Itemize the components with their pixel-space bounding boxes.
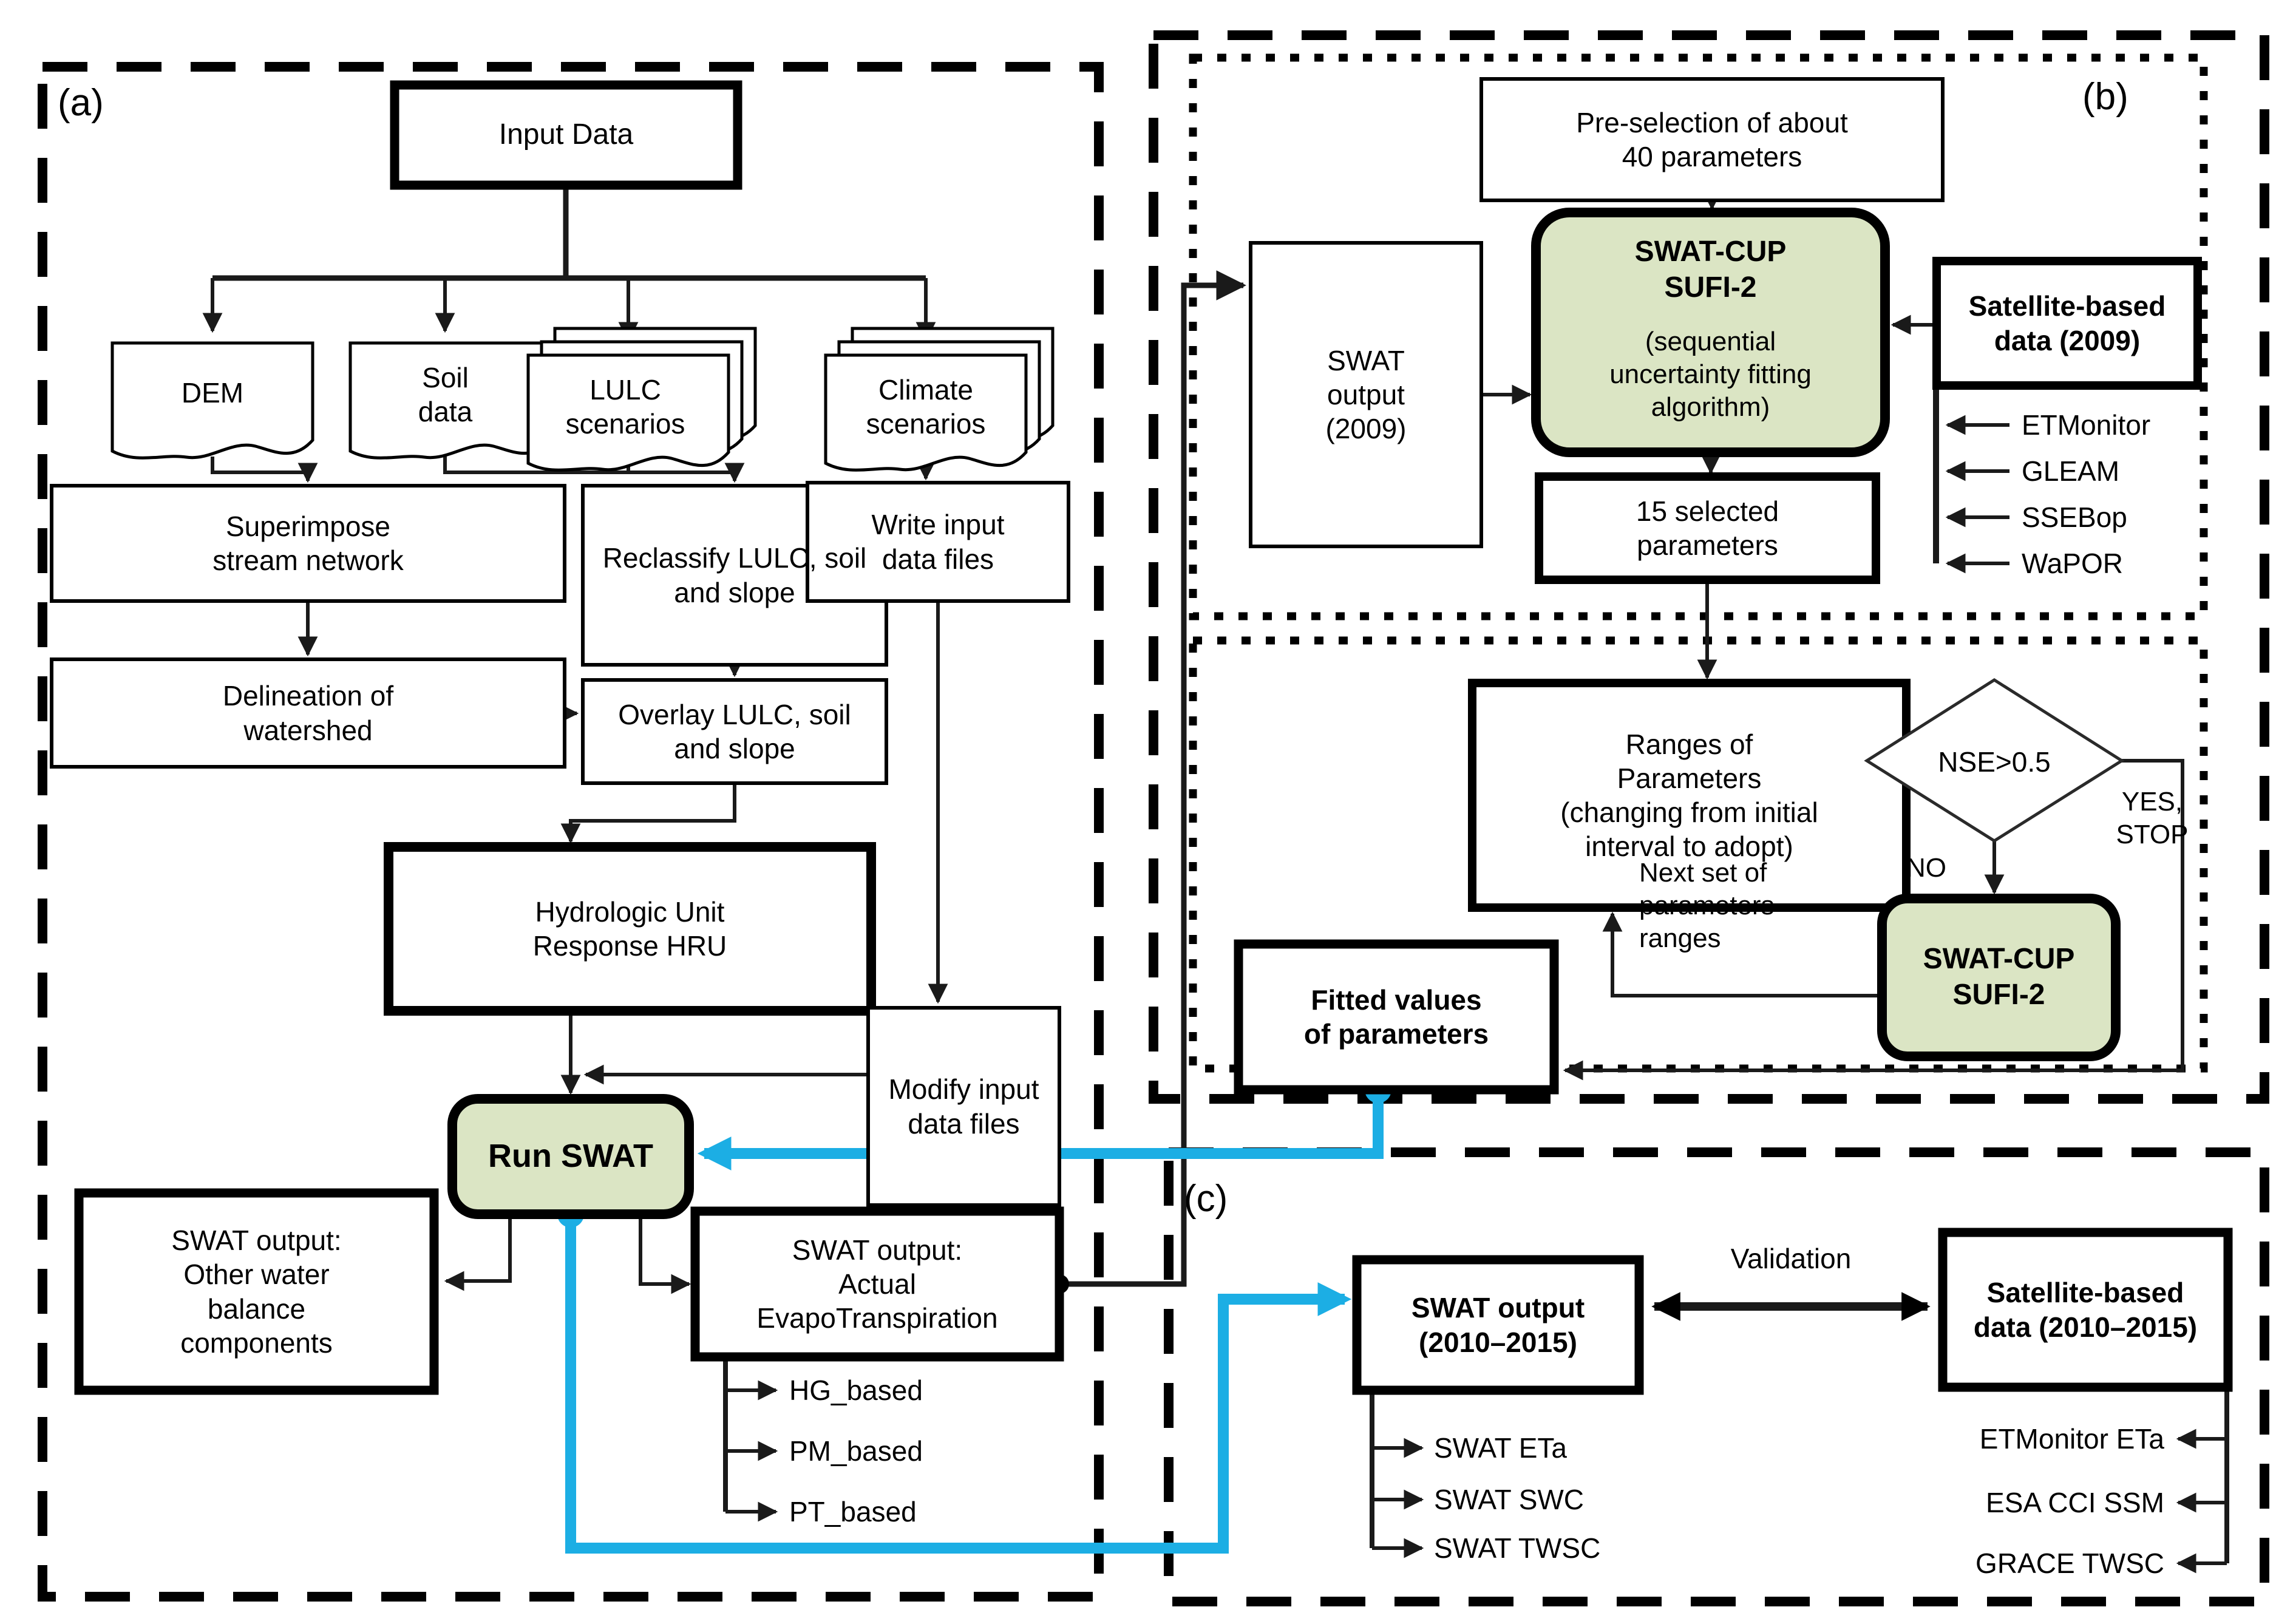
fitted-values-box (1234, 939, 1559, 1095)
et-item-hg: HG_based (789, 1374, 923, 1406)
panel-b-tag: (b) (2082, 76, 2128, 118)
superimpose-box (50, 484, 566, 603)
c-item-grace-twsc: GRACE TWSC (1975, 1547, 2164, 1579)
connectors (202, 185, 2229, 1574)
swat-output-et-box (690, 1206, 1064, 1362)
swat-cup-sufi2-loop-box (1877, 894, 2121, 1061)
swat-cup-sufi2-box (1531, 208, 1890, 457)
preselection-label: Pre-selection of about 40 parameters (1576, 106, 1848, 172)
c-item-esa-cci-ssm: ESA CCI SSM (1986, 1486, 2164, 1518)
delineation-label: Delineation of watershed (222, 680, 394, 746)
panel-b-border (1149, 30, 2269, 1104)
preselection-box (1479, 77, 1945, 202)
satellite-2010-label: Satellite-based data (2010–2015) (1973, 1277, 2198, 1343)
selected-params-label: 15 selected parameters (1636, 495, 1779, 561)
nse-decision-diamond (1864, 678, 2125, 843)
reclassify-label: Reclassify LULC, soil and slope (602, 542, 867, 608)
sat-item-gleam: GLEAM (2022, 455, 2120, 487)
climate-label: Climate scenarios (866, 373, 986, 440)
panel-a-tag: (a) (58, 82, 104, 124)
yes-stop-label: YES, STOP (2116, 786, 2189, 849)
swat-cup-subtitle: (sequential uncertainty fitting algorith… (1609, 327, 1812, 422)
swat-output-2010-label: SWAT output (2010–2015) (1411, 1292, 1585, 1358)
panel-a-shapes (50, 80, 1070, 1395)
panel-c-shapes (1352, 1228, 2233, 1395)
hru-box (384, 842, 876, 1016)
swat-cup-title: SWAT-CUP SUFI-2 (1634, 235, 1787, 304)
overlay-box (581, 678, 888, 785)
sat-item-wapor: WaPOR (2022, 547, 2123, 579)
ranges-box (1468, 679, 1911, 912)
swat-output-2010-box (1352, 1255, 1644, 1395)
c-item-swat-eta: SWAT ETa (1434, 1432, 1567, 1464)
swat-output-other-label: SWAT output: Other water balance compone… (171, 1225, 342, 1359)
panel-a-border (38, 62, 1104, 1602)
next-set-label: Next set of parameters ranges (1639, 858, 1775, 953)
panel-b-shapes (1234, 77, 2202, 1095)
panel-c-tag: (c) (1184, 1178, 1228, 1220)
validation-label: Validation (1730, 1242, 1852, 1274)
c-item-etmonitor-eta: ETMonitor ETa (1979, 1422, 2164, 1455)
ranges-label: Ranges of Parameters (changing from init… (1560, 728, 1818, 863)
input-data-label: Input Data (498, 118, 634, 151)
sat-item-ssebop: SSEBop (2022, 501, 2127, 533)
runswat-to-validation-line (565, 1214, 1352, 1554)
panel-c-border (1164, 1147, 2269, 1606)
no-label: NO (1906, 853, 1946, 883)
swat-output-2009-label: SWAT output (2009) (1325, 344, 1407, 445)
input-data-box (390, 80, 742, 190)
swat-output-other-box (74, 1188, 439, 1395)
run-swat-box (447, 1094, 694, 1219)
satellite-2009-label: Satellite-based data (2009) (1968, 290, 2166, 356)
c-item-swat-twsc: SWAT TWSC (1434, 1532, 1601, 1564)
dem-label: DEM (181, 377, 244, 409)
et-item-pt: PT_based (789, 1495, 917, 1527)
modify-input-label: Modify input data files (888, 1073, 1039, 1140)
lulc-label: LULC scenarios (565, 373, 685, 440)
run-swat-label: Run SWAT (488, 1138, 653, 1175)
modify-input-box (866, 1006, 1061, 1207)
swat-cup-loop-label: SWAT-CUP SUFI-2 (1923, 943, 2075, 1011)
overlay-label: Overlay LULC, soil and slope (618, 698, 851, 764)
nse-label: NSE>0.5 (1938, 746, 2051, 778)
panel-b-calibration-border (1189, 53, 2208, 620)
et-item-pm: PM_based (789, 1435, 923, 1467)
hru-label: Hydrologic Unit Response HRU (532, 895, 727, 962)
swat-output-et-label: SWAT output: Actual EvapoTranspiration (756, 1234, 998, 1334)
swat-output-2009-box (1249, 241, 1483, 548)
sat-item-etmonitor: ETMonitor (2022, 409, 2151, 441)
write-input-label: Write input data files (871, 509, 1005, 575)
selected-params-box (1535, 472, 1880, 584)
soil-label: Soil data (418, 361, 473, 427)
fitted-values-label: Fitted values of parameters (1303, 984, 1489, 1050)
satellite-2010-box (1938, 1228, 2233, 1392)
delineation-box (50, 657, 566, 769)
c-item-swat-swc: SWAT SWC (1434, 1483, 1585, 1515)
superimpose-label: Superimpose stream network (212, 510, 404, 576)
satellite-2009-box (1932, 257, 2202, 390)
write-input-box (806, 481, 1070, 603)
